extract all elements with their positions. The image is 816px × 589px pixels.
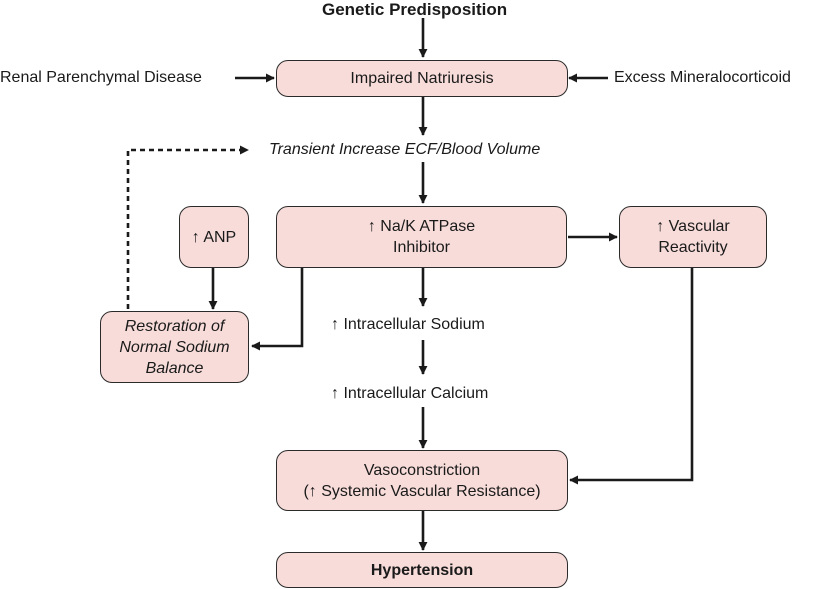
vasoconstriction-line2: (↑ Systemic Vascular Resistance): [303, 482, 541, 500]
excess-mineralocorticoid-label: Excess Mineralocorticoid: [614, 69, 791, 86]
restoration-line1: Restoration of: [124, 317, 225, 335]
restoration-sodium-balance-box: Restoration of Normal Sodium Balance: [100, 311, 249, 383]
na-k-atpase-inhibitor-box: ↑ Na/K ATPase Inhibitor: [276, 206, 567, 268]
vasoconstriction-box: Vasoconstriction (↑ Systemic Vascular Re…: [276, 450, 568, 511]
hypertension-text: Hypertension: [370, 561, 474, 579]
intracellular-calcium-label: ↑ Intracellular Calcium: [331, 385, 489, 402]
genetic-predisposition-label: Genetic Predisposition: [322, 0, 508, 19]
arrow-vascular-to-vaso: [569, 268, 694, 485]
na-k-atpase-line1: ↑ Na/K ATPase: [367, 218, 476, 235]
intracellular-sodium-label: ↑ Intracellular Sodium: [331, 316, 485, 333]
restoration-line3: Balance: [145, 359, 204, 377]
anp-text: ↑ ANP: [191, 228, 237, 246]
vascular-reactivity-line2: Reactivity: [658, 239, 728, 256]
arrow-restore-feedback: [126, 145, 249, 309]
transient-increase-label: Transient Increase ECF/Blood Volume: [269, 141, 541, 158]
vasoconstriction-line1: Vasoconstriction: [363, 461, 481, 479]
renal-parenchymal-disease-label: Renal Parenchymal Disease: [0, 69, 202, 86]
arrow-atpase-to-restore: [251, 268, 304, 351]
vascular-reactivity-box: ↑ Vascular Reactivity: [619, 206, 767, 268]
anp-box: ↑ ANP: [179, 206, 249, 268]
impaired-natriuresis-box: Impaired Natriuresis: [276, 60, 568, 97]
impaired-natriuresis-text: Impaired Natriuresis: [350, 70, 494, 87]
restoration-line2: Normal Sodium: [119, 338, 230, 356]
vascular-reactivity-line1: ↑ Vascular: [656, 218, 730, 235]
hypertension-box: Hypertension: [276, 552, 568, 588]
na-k-atpase-line2: Inhibitor: [393, 239, 450, 256]
